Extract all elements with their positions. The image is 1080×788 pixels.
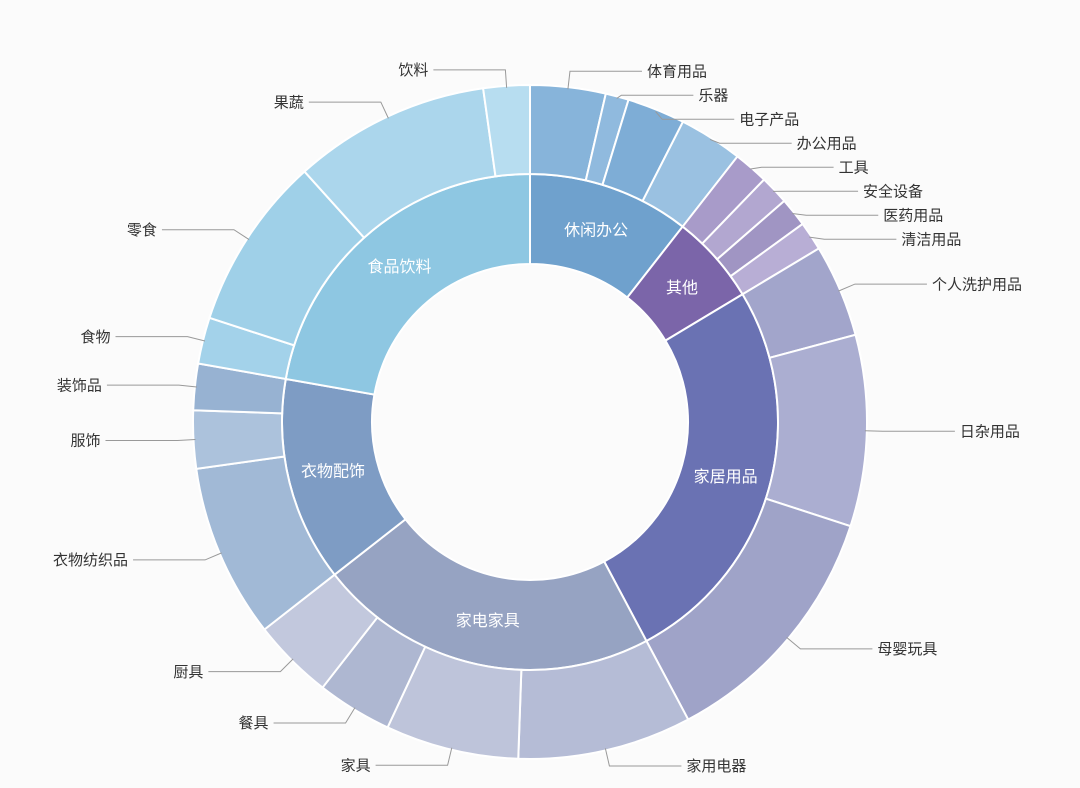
category-label-0: 休闲办公 (564, 222, 628, 240)
leaf-label-4-1: 服饰 (70, 433, 100, 450)
label-line-3-2 (273, 707, 356, 724)
label-line-4-1 (105, 439, 196, 441)
leaf-label-5-2: 果蔬 (274, 94, 304, 111)
label-line-0-2 (655, 111, 735, 120)
label-line-1-3 (809, 236, 897, 240)
label-line-4-0 (133, 552, 222, 561)
label-line-3-3 (208, 658, 294, 673)
category-label-3: 家电家具 (456, 612, 520, 630)
leaf-segment-5-3[interactable] (481, 83, 531, 178)
leaf-label-3-0: 家用电器 (686, 758, 746, 775)
label-line-2-0 (838, 283, 927, 292)
leaf-label-1-3: 清洁用品 (901, 232, 961, 249)
label-line-4-2 (106, 384, 197, 388)
label-line-2-2 (786, 636, 873, 650)
leaf-label-0-1: 乐器 (698, 88, 728, 105)
leaf-label-3-2: 餐具 (239, 715, 269, 732)
category-label-2: 家居用品 (694, 468, 758, 486)
label-line-3-1 (375, 747, 453, 766)
label-line-3-0 (604, 748, 682, 767)
label-line-1-2 (792, 212, 879, 216)
label-line-0-0 (567, 70, 642, 90)
leaf-label-3-3: 厨具 (173, 664, 203, 681)
leaf-segment-2-1[interactable] (764, 333, 869, 528)
leaf-label-0-2: 电子产品 (739, 112, 799, 129)
leaf-label-0-3: 办公用品 (797, 136, 857, 153)
label-line-0-1 (616, 94, 694, 99)
leaf-label-3-1: 家具 (341, 758, 371, 775)
leaf-label-5-1: 零食 (127, 222, 157, 239)
leaf-label-5-3: 饮料 (398, 62, 428, 79)
label-line-5-1 (161, 229, 250, 240)
leaf-label-2-2: 母婴玩具 (877, 641, 937, 658)
label-line-5-2 (308, 101, 389, 119)
leaf-label-1-1: 安全设备 (863, 183, 923, 201)
leaf-label-4-0: 衣物纺织品 (53, 552, 128, 569)
label-line-5-0 (115, 336, 206, 342)
category-label-4: 衣物配饰 (301, 463, 365, 481)
leaf-label-2-0: 个人洗护用品 (932, 276, 1022, 293)
leaf-label-5-0: 食物 (80, 329, 110, 346)
leaf-label-1-2: 医药用品 (883, 208, 943, 225)
leaf-label-1-0: 工具 (839, 160, 869, 177)
leaf-label-4-2: 装饰品 (57, 377, 102, 394)
category-label-1: 其他 (666, 279, 698, 297)
label-line-1-0 (749, 166, 834, 170)
label-line-0-3 (709, 138, 792, 144)
label-line-5-3 (433, 69, 508, 88)
category-label-5: 食品饮料 (368, 258, 432, 276)
leaf-label-0-0: 体育用品 (647, 64, 707, 81)
leaf-label-2-1: 日杂用品 (960, 423, 1020, 440)
